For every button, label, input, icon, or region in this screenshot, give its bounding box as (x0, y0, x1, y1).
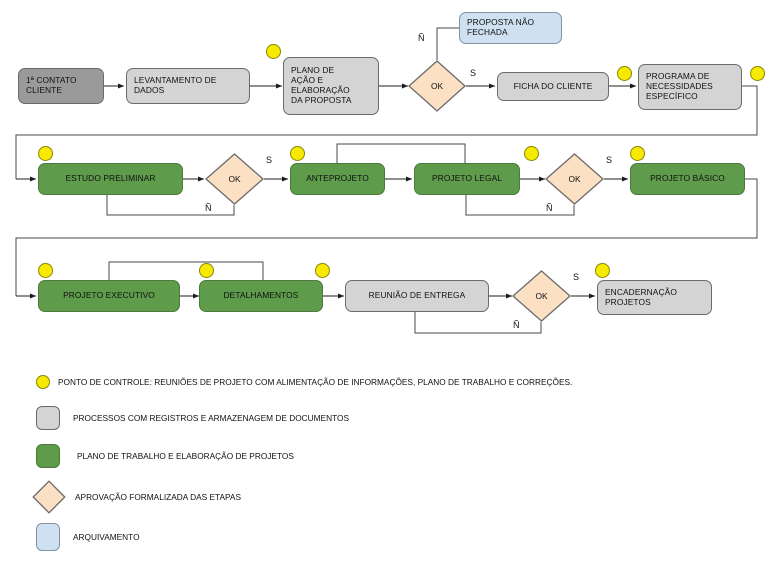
control-point-dot (750, 66, 765, 81)
node-label-line1: PROPOSTA NÃO (467, 17, 535, 28)
node-reuniao-de-entrega[interactable]: REUNIÃO DE ENTREGA (345, 280, 489, 312)
node-label: PROJETO LEGAL (431, 173, 503, 184)
legend-item-approval: APROVAÇÃO FORMALIZADA DAS ETAPAS (32, 480, 241, 514)
node-contato-cliente[interactable]: 1ª CONTATO CLIENTE (18, 68, 104, 104)
decision-label: OK (535, 291, 548, 301)
legend-label: PROCESSOS COM REGISTROS E ARMAZENAGEM DE… (73, 413, 349, 423)
node-label-line2: AÇÃO E (291, 75, 324, 86)
node-projeto-legal[interactable]: PROJETO LEGAL (414, 163, 520, 195)
green-rounded-swatch-icon (36, 444, 60, 468)
node-label-line1: 1ª CONTATO (26, 75, 77, 86)
control-point-dot (290, 146, 305, 161)
blue-rounded-swatch-icon (36, 523, 60, 551)
decision-label: OK (228, 174, 241, 184)
legend-label: PLANO DE TRABALHO E ELABORAÇÃO DE PROJET… (77, 451, 294, 461)
control-point-dot (617, 66, 632, 81)
control-point-dot (315, 263, 330, 278)
node-label-line2: DADOS (134, 85, 165, 95)
decision-label: OK (430, 81, 444, 91)
node-label-line2: NECESSIDADES (646, 81, 713, 92)
edge-label-no: Ñ (205, 203, 212, 213)
node-detalhamentos[interactable]: DETALHAMENTOS (199, 280, 323, 312)
node-label: ESTUDO PRELIMINAR (65, 173, 156, 184)
node-encadernacao-projetos[interactable]: ENCADERNAÇÃO PROJETOS (597, 280, 712, 315)
control-point-dot (630, 146, 645, 161)
node-levantamento-dados[interactable]: LEVANTAMENTO DE DADOS (126, 68, 250, 104)
decision-ok-1[interactable]: OK (408, 60, 466, 112)
edge-label-yes: S (573, 272, 580, 282)
edge-label-no: Ñ (546, 203, 553, 213)
node-label-line2: PROJETOS (605, 296, 651, 307)
node-ficha-do-cliente[interactable]: FICHA DO CLIENTE (497, 72, 609, 101)
decision-ok-2[interactable]: OK (205, 153, 264, 205)
decision-ok-3[interactable]: OK (545, 153, 604, 205)
node-label-line3: ESPECÍFICO (646, 90, 698, 101)
control-point-dot (38, 263, 53, 278)
control-point-dot (266, 44, 281, 59)
legend-item-control-point: PONTO DE CONTROLE: REUNIÕES DE PROJETO C… (36, 375, 572, 389)
node-label-line1: LEVANTAMENTO DE (134, 75, 217, 86)
node-label-line2: CLIENTE (26, 85, 63, 95)
node-label: FICHA DO CLIENTE (513, 80, 593, 91)
control-point-dot (595, 263, 610, 278)
node-estudo-preliminar[interactable]: ESTUDO PRELIMINAR (38, 163, 183, 195)
legend-label: APROVAÇÃO FORMALIZADA DAS ETAPAS (75, 492, 241, 502)
gray-rounded-swatch-icon (36, 406, 60, 430)
edge-label-yes: S (470, 68, 477, 78)
node-label: DETALHAMENTOS (223, 290, 299, 301)
node-anteprojeto[interactable]: ANTEPROJETO (290, 163, 385, 195)
node-label: ANTEPROJETO (306, 173, 369, 184)
edge-label-yes: S (266, 155, 273, 165)
edge-label-no: Ñ (513, 320, 520, 330)
decision-ok-4[interactable]: OK (512, 270, 571, 322)
control-point-dot (524, 146, 539, 161)
node-label-line3: ELABORAÇÃO (291, 85, 350, 95)
node-label-line4: DA PROPOSTA (291, 94, 352, 105)
node-projeto-basico[interactable]: PROJETO BÁSICO (630, 163, 745, 195)
node-label: PROJETO BÁSICO (650, 173, 725, 184)
node-programa-necessidades[interactable]: PROGRAMA DE NECESSIDADES ESPECÍFICO (638, 64, 742, 110)
node-proposta-nao-fechada[interactable]: PROPOSTA NÃO FECHADA (459, 12, 562, 44)
legend-item-processes: PROCESSOS COM REGISTROS E ARMAZENAGEM DE… (36, 406, 349, 430)
edge-label-no: Ñ (418, 33, 425, 43)
control-point-dot (38, 146, 53, 161)
legend-item-archive: ARQUIVAMENTO (36, 523, 140, 551)
node-label-line1: PLANO DE (291, 65, 335, 76)
legend-label: PONTO DE CONTROLE: REUNIÕES DE PROJETO C… (58, 377, 573, 387)
control-point-dot (199, 263, 214, 278)
node-label-line2: FECHADA (467, 27, 508, 37)
node-plano-acao-proposta[interactable]: PLANO DE AÇÃO E ELABORAÇÃO DA PROPOSTA (283, 57, 379, 115)
node-label: PROJETO EXECUTIVO (63, 290, 155, 301)
node-label: REUNIÃO DE ENTREGA (368, 290, 466, 301)
legend-item-work-plan: PLANO DE TRABALHO E ELABORAÇÃO DE PROJET… (36, 444, 294, 468)
yellow-circle-icon (36, 375, 50, 389)
edge-label-yes: S (606, 155, 613, 165)
node-label-line1: ENCADERNAÇÃO (605, 286, 677, 297)
legend-label: ARQUIVAMENTO (73, 532, 140, 542)
peach-diamond-swatch-icon (32, 480, 66, 514)
node-label-line1: PROGRAMA DE (646, 71, 710, 82)
decision-label: OK (568, 174, 581, 184)
node-projeto-executivo[interactable]: PROJETO EXECUTIVO (38, 280, 180, 312)
